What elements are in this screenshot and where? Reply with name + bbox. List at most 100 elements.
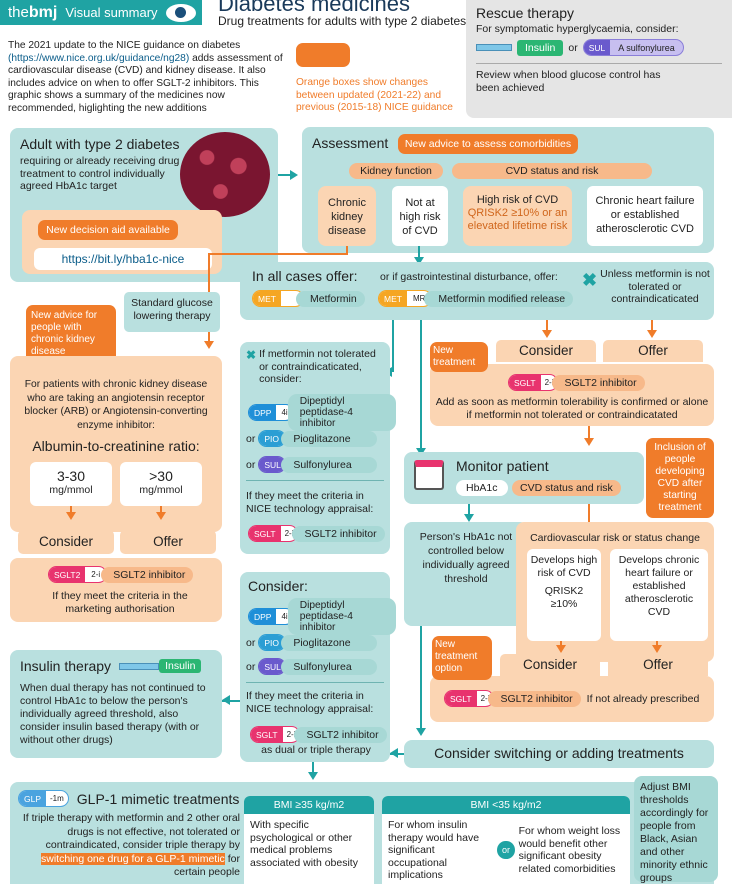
syringe-icon	[476, 44, 512, 51]
ckd-offer: Offer	[120, 530, 216, 554]
met-pill: MET	[252, 290, 304, 307]
glp-pill: GLP-1m	[18, 790, 69, 807]
glp-text: If triple therapy with metformin and 2 o…	[22, 812, 240, 878]
cvdchange-consider: Consider	[500, 654, 600, 676]
allcases-title: In all cases offer:	[252, 268, 358, 284]
sul-pill: SUL	[258, 456, 287, 473]
rescue-panel: Rescue therapy For symptomatic hyperglyc…	[466, 0, 732, 118]
legend-swatch	[296, 43, 350, 67]
brand-sub: Visual summary	[65, 5, 158, 20]
chf-box: Chronic heart failure or established ath…	[587, 186, 703, 246]
cvdchange-new: New treatment option	[432, 636, 492, 680]
page-title: Diabetes medicines	[218, 0, 410, 16]
adult-title: Adult with type 2 diabetes	[20, 136, 180, 152]
ckd-consider: Consider	[18, 530, 114, 554]
brand-bmj: bmj	[28, 3, 58, 21]
glp-bmi1-box: BMI ≥35 kg/m2 With specific psychologica…	[244, 796, 374, 884]
ckd-text: For patients with chronic kidney disease…	[24, 379, 208, 431]
nice-link[interactable]: (https://www.nice.org.uk/guidance/ng28)	[8, 52, 190, 64]
cvd-label: CVD status and risk	[452, 163, 652, 179]
ckd-criteria: If they meet the criteria in the marketi…	[52, 590, 188, 615]
monitor-title: Monitor patient	[456, 458, 549, 474]
metformin-row: MET Metformin	[252, 290, 365, 307]
insulin-pill: Insulin	[517, 39, 564, 56]
notol-criteria: If they meet the criteria in NICE techno…	[246, 490, 374, 515]
c2-criteria: If they meet the criteria in NICE techno…	[246, 690, 374, 715]
calendar-icon	[414, 460, 444, 490]
adult-desc: requiring or already receiving drug trea…	[20, 155, 180, 192]
glp-bmi2-box: BMI <35 kg/m2 For whom insulin therapy w…	[382, 796, 630, 884]
decision-label: New decision aid available	[38, 220, 178, 240]
cvd-consider: Consider	[496, 340, 596, 362]
intro-text: The 2021 update to the NICE guidance on …	[8, 40, 283, 114]
acr-label: Albumin-to-creatinine ratio:	[32, 438, 200, 454]
unless-text: Unless metformin is not tolerated or con…	[600, 268, 710, 305]
new-advice-label: New advice to assess comorbidities	[398, 134, 578, 154]
cvd-new-treatment: New treatment	[430, 342, 488, 372]
notol-panel: ✖If metformin not tolerated or contraind…	[240, 342, 390, 554]
notol-sul-row: or SUL Sulfonylurea	[246, 456, 378, 473]
brand-the: the	[8, 4, 29, 21]
dev2-box: Develops chronic heart failure or establ…	[610, 549, 708, 641]
monitor-cvd: CVD status and risk	[512, 480, 621, 496]
syringe-icon	[119, 662, 160, 670]
glp-header: GLP-1m GLP-1 mimetic treatments	[18, 790, 239, 807]
nothigh-box: Not at high risk of CVD	[392, 186, 448, 246]
rescue-title: Rescue therapy	[476, 5, 575, 21]
notol-pio-row: or PIO Pioglitazone	[246, 430, 378, 447]
cvdchange-title: Cardiovascular risk or status change	[530, 532, 700, 544]
insulin-panel: Insulin therapy Insulin When dual therap…	[10, 650, 222, 758]
cvd-treat-panel	[430, 364, 714, 426]
decision-link[interactable]: https://bit.ly/hba1c-nice	[34, 248, 212, 270]
cross-icon: ✖	[582, 270, 598, 290]
monitor-hba1c: HbA1c	[456, 480, 508, 496]
ckd-box: Chronic kidney disease	[318, 186, 376, 246]
page-subtitle: Drug treatments for adults with type 2 d…	[218, 14, 467, 28]
switching-box: Consider switching or adding treatments	[404, 740, 714, 768]
eye-icon	[165, 3, 196, 22]
blood-cells-image	[180, 132, 270, 217]
kidney-label: Kidney function	[349, 163, 443, 179]
cross-icon: ✖	[246, 348, 257, 362]
notctrl-box: Person's HbA1c not controlled below indi…	[404, 522, 528, 626]
rescue-review: Review when blood glucose control has be…	[476, 69, 661, 94]
sul-pill: SUL	[258, 658, 287, 675]
legend-text: Orange boxes show changes between update…	[296, 77, 453, 113]
cvd-offer: Offer	[603, 340, 703, 362]
pio-pill: PIO	[258, 430, 287, 447]
adjust-box: Adjust BMI thresholds accordingly for pe…	[634, 776, 718, 884]
c2-pio-row: or PIO Pioglitazone	[246, 634, 378, 651]
c2-sul-row: or SUL Sulfonylurea	[246, 658, 378, 675]
c2-dual: as dual or triple therapy	[261, 744, 371, 756]
insulin-text: When dual therapy has not continued to c…	[20, 682, 206, 746]
ckd-new-label: New advice for people with chronic kidne…	[26, 305, 116, 363]
standard-box: Standard glucose lowering therapy	[124, 292, 220, 332]
cvd-treat-text: Add as soon as metformin tolerability is…	[435, 396, 709, 421]
inclusion-label: Inclusion of people developing CVD after…	[646, 438, 714, 518]
gi-text: or if gastrointestinal disturbance, offe…	[380, 271, 558, 283]
rescue-line: For symptomatic hyperglycaemia, consider…	[476, 23, 679, 35]
cvdchange-offer: Offer	[608, 654, 708, 676]
